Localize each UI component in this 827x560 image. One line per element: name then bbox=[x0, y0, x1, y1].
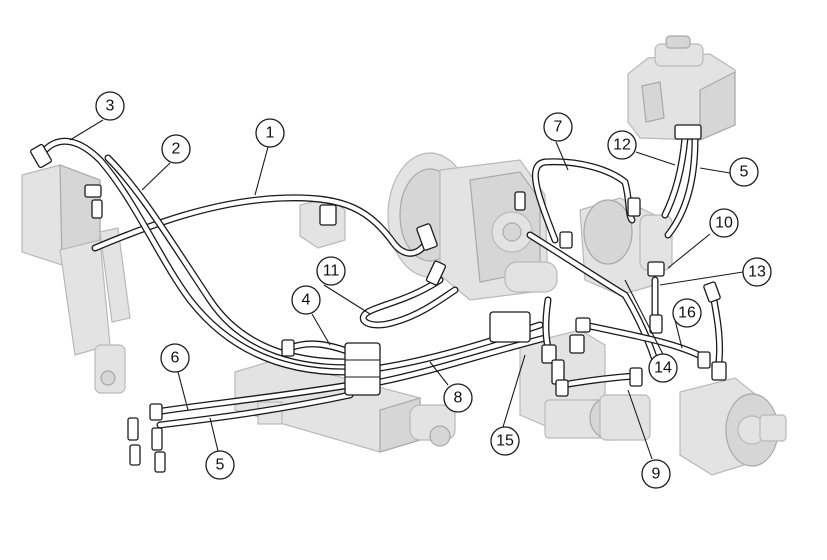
callout-2: 2 bbox=[161, 134, 191, 164]
oil-reservoir bbox=[627, 35, 736, 141]
callout-12: 12 bbox=[607, 130, 637, 160]
callout-7: 7 bbox=[543, 112, 573, 142]
callout-4-label: 4 bbox=[302, 292, 311, 309]
callout-16-label: 16 bbox=[678, 305, 696, 322]
right-motor-unit bbox=[679, 377, 787, 476]
hydraulic-pump-center bbox=[387, 152, 558, 301]
callout-8-label: 8 bbox=[454, 390, 463, 407]
callouts: 1 2 3 4 5 5 6 7 8 9 10 1 bbox=[95, 91, 772, 489]
callout-11-label: 11 bbox=[323, 263, 340, 280]
lift-cylinder-bottom bbox=[234, 359, 456, 453]
callout-9: 9 bbox=[641, 459, 671, 489]
callout-13-label: 13 bbox=[748, 264, 766, 281]
fittings bbox=[30, 124, 727, 473]
callout-14: 14 bbox=[648, 353, 678, 383]
callout-5-upper: 5 bbox=[729, 157, 759, 187]
callout-5-lower-label: 5 bbox=[216, 457, 225, 474]
steering-cylinder-left bbox=[21, 164, 131, 394]
callout-4: 4 bbox=[291, 285, 321, 315]
callout-16: 16 bbox=[672, 298, 702, 328]
callout-13: 13 bbox=[742, 257, 772, 287]
callout-7-label: 7 bbox=[554, 119, 563, 136]
callout-11: 11 bbox=[316, 256, 346, 286]
callout-3: 3 bbox=[95, 91, 125, 121]
callout-10-label: 10 bbox=[715, 215, 733, 232]
callout-5-upper-label: 5 bbox=[740, 164, 749, 181]
callout-9-label: 9 bbox=[652, 466, 661, 483]
callout-10: 10 bbox=[709, 208, 739, 238]
callout-1: 1 bbox=[255, 118, 285, 148]
callout-14-label: 14 bbox=[654, 360, 672, 377]
callout-2-label: 2 bbox=[172, 141, 181, 158]
callout-5-lower: 5 bbox=[205, 450, 235, 480]
callout-6: 6 bbox=[160, 343, 190, 373]
callout-3-label: 3 bbox=[106, 98, 115, 115]
pump-right-assembly bbox=[579, 197, 673, 296]
leader-lines bbox=[69, 119, 744, 460]
callout-15-label: 15 bbox=[496, 433, 514, 450]
callout-6-label: 6 bbox=[171, 350, 180, 367]
callout-8: 8 bbox=[443, 383, 473, 413]
callout-15: 15 bbox=[490, 426, 520, 456]
callout-12-label: 12 bbox=[613, 137, 631, 154]
callout-1-label: 1 bbox=[266, 125, 275, 142]
